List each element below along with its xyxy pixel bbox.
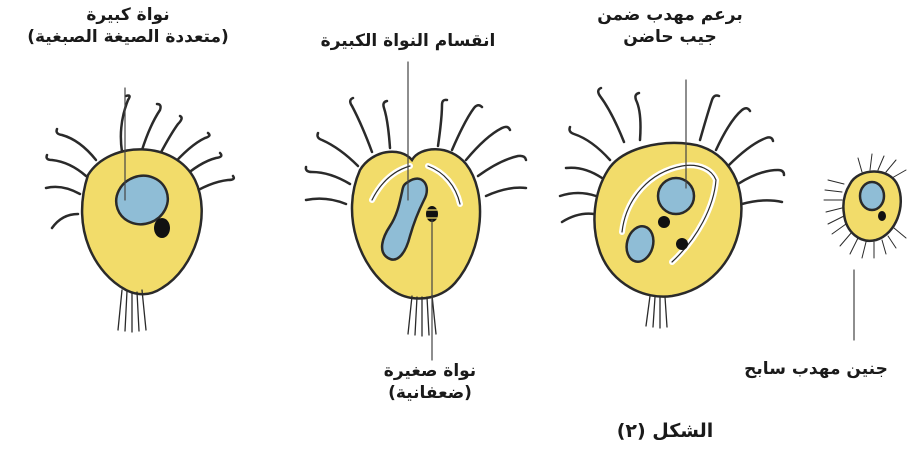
leader-lines [125,62,854,360]
label-bud-line1: برعم مهدب ضمن [580,4,760,26]
label-bud: برعم مهدب ضمن جيب حاضن [580,4,760,48]
label-macronucleus-division: انقسام النواة الكبيرة [298,30,518,52]
cell-stage-2 [306,98,526,336]
micronucleus-stage-4 [878,211,886,221]
label-macronucleus: نواة كبيرة (متعددة الصيغة الصبغية) [8,4,248,48]
parent-micronucleus-stage-3 [676,238,688,250]
label-micronucleus: نواة صغيرة (ضعفانية) [350,360,510,404]
label-macronucleus-division-text: انقسام النواة الكبيرة [298,30,518,52]
figure-caption: الشكل (٢) [600,420,730,442]
macronucleus-stage-4 [860,182,884,210]
bud-macronucleus [658,178,694,214]
label-macronucleus-line1: نواة كبيرة [8,4,248,26]
micronucleus-stage-1 [154,218,170,238]
stalk-stage-1 [118,290,146,332]
label-micronucleus-line1: نواة صغيرة [350,360,510,382]
label-bud-line2: جيب حاضن [580,26,760,48]
bud-micronucleus [658,216,670,228]
stalk-stage-3 [646,296,667,328]
label-swimming-embryo: جنين مهدب سابح [716,358,916,380]
label-micronucleus-line2: (ضعفانية) [350,382,510,404]
cell-stage-3 [560,88,784,328]
label-macronucleus-line2: (متعددة الصيغة الصبغية) [8,26,248,48]
figure-caption-text: الشكل (٢) [600,420,730,442]
label-swimming-embryo-text: جنين مهدب سابح [716,358,916,380]
cell-body-stage-2 [352,149,480,298]
cell-stage-1 [46,96,234,333]
cell-stage-4 [824,154,906,258]
